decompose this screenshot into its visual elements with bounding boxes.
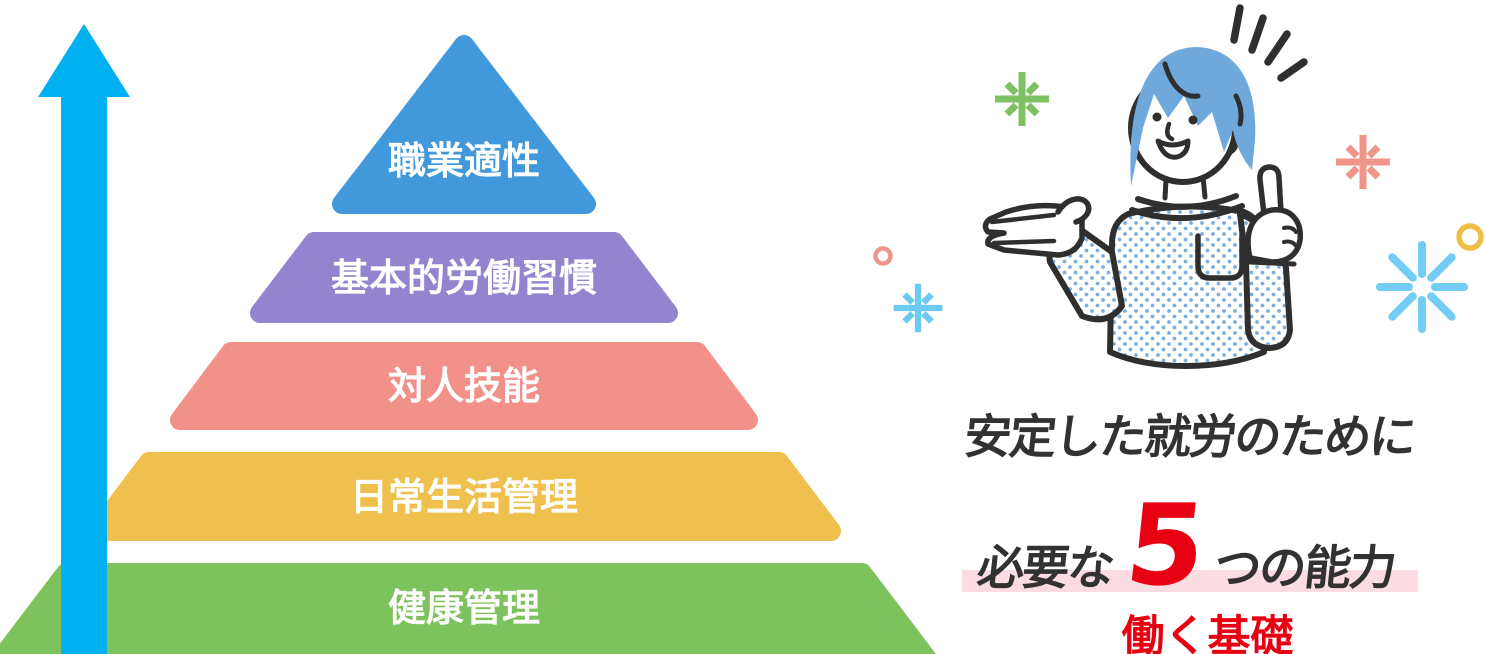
pyramid-level-1-shape	[332, 35, 596, 214]
caption-line3: 働く基礎	[1121, 612, 1294, 654]
pyramid-level-4-shape	[87, 452, 841, 541]
emphasis-lines-icon	[1230, 4, 1308, 82]
up-arrow-icon	[38, 24, 130, 654]
person-eye-right	[1188, 115, 1198, 125]
circle-yellow-icon	[1456, 223, 1484, 251]
sparkle-blue-icon	[894, 284, 943, 333]
person-hair	[1130, 47, 1256, 186]
person-mouth	[1155, 138, 1191, 160]
pyramid-level-2-label: 基本的労働習慣	[331, 256, 597, 300]
pyramid-level-4-label: 日常生活管理	[350, 475, 578, 519]
caption-highlight-bar	[962, 570, 1418, 592]
sparkle-green-icon	[995, 72, 1049, 126]
burst-lightblue-icon	[1380, 245, 1464, 329]
caption-number-5: 5	[1119, 481, 1212, 612]
person-torso	[1107, 203, 1267, 369]
person-illustration	[982, 4, 1308, 369]
person-eye-left	[1152, 112, 1162, 122]
person-collar	[1129, 193, 1245, 222]
caption-line2-prefix: 必要な	[974, 541, 1116, 596]
sparkle-salmon-icon	[1336, 135, 1390, 189]
pyramid: 職業適性 基本的労働習慣 対人技能 日常生活管理 健康管理	[0, 35, 936, 654]
circle-pink-icon	[873, 246, 893, 266]
pyramid-level-1-label: 職業適性	[388, 139, 540, 183]
pyramid-level-5-shape	[0, 563, 936, 654]
caption-line2-suffix: つの能力	[1211, 541, 1398, 596]
caption-line1: 安定した就労のために	[961, 410, 1418, 465]
person-pointing-hand	[1245, 164, 1303, 267]
pyramid-level-2-shape	[250, 232, 678, 323]
pyramid-level-3-label: 対人技能	[388, 364, 540, 408]
person-left-hand	[982, 196, 1092, 258]
pyramid-level-3-shape	[170, 342, 758, 430]
hair-strand-lines	[1162, 61, 1244, 127]
shirt-pocket	[1195, 231, 1245, 281]
person-nose	[1165, 121, 1175, 142]
caption-line2: 必要な 5 つの能力	[918, 468, 1461, 612]
pyramid-level-5-label: 健康管理	[388, 586, 540, 630]
